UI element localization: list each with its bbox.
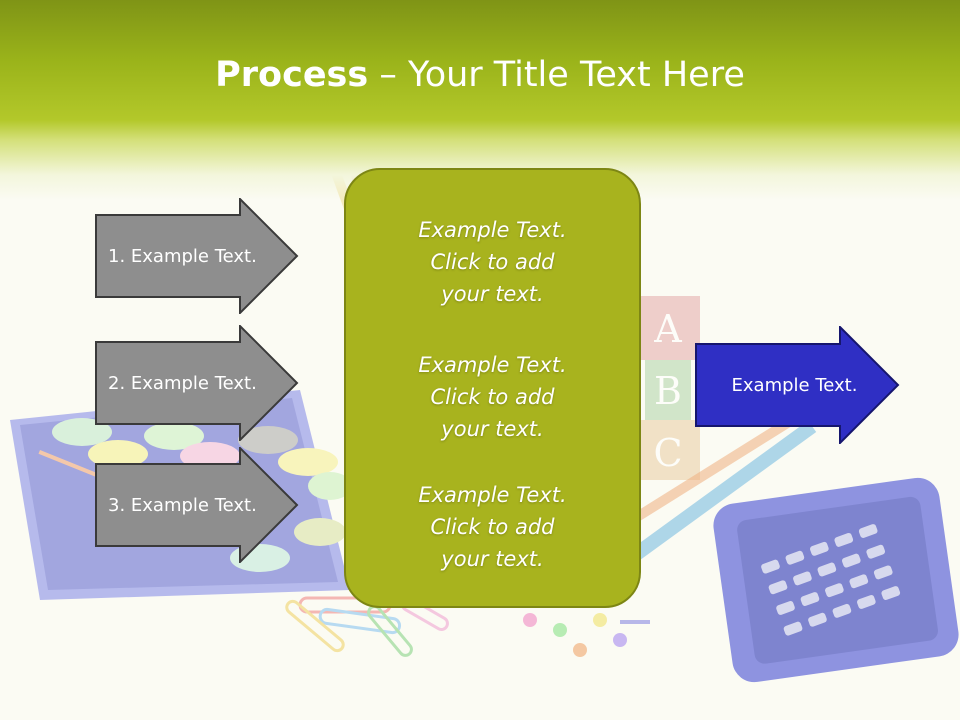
left-arrow-1[interactable]: 1. Example Text. bbox=[95, 198, 299, 314]
block-letter-a: A bbox=[653, 307, 682, 351]
right-arrow[interactable]: Example Text. bbox=[695, 326, 900, 444]
panel-block-3-line-2: Click to add bbox=[430, 515, 555, 539]
arrow-shape bbox=[95, 198, 299, 314]
left-arrow-1-label: 1. Example Text. bbox=[108, 245, 257, 267]
block-letter-c: C bbox=[653, 431, 682, 475]
panel-text-block-3[interactable]: Example Text. Click to add your text. bbox=[346, 479, 639, 575]
left-arrow-3[interactable]: 3. Example Text. bbox=[95, 447, 299, 563]
header-band bbox=[0, 0, 960, 200]
paperclips-image bbox=[285, 596, 449, 657]
calculator-image bbox=[713, 477, 959, 683]
left-arrow-2-label: 2. Example Text. bbox=[108, 372, 257, 394]
right-arrow-label: Example Text. bbox=[731, 374, 858, 396]
arrow-shape bbox=[695, 326, 900, 444]
left-arrow-2[interactable]: 2. Example Text. bbox=[95, 325, 299, 441]
pushpins-image bbox=[523, 613, 650, 657]
panel-block-2-line-3: your text. bbox=[441, 417, 544, 441]
panel-block-3-line-1: Example Text. bbox=[418, 483, 567, 507]
slide-title[interactable]: Process – Your Title Text Here bbox=[0, 52, 960, 98]
pen-image bbox=[609, 400, 819, 562]
arrow-shape bbox=[95, 447, 299, 563]
panel-text-block-1[interactable]: Example Text. Click to add your text. bbox=[346, 214, 639, 310]
left-arrow-3-label: 3. Example Text. bbox=[108, 494, 257, 516]
panel-block-1-line-2: Click to add bbox=[430, 250, 555, 274]
center-text-panel[interactable]: Example Text. Click to add your text. Ex… bbox=[344, 168, 641, 608]
panel-block-3-line-3: your text. bbox=[441, 547, 544, 571]
block-letter-b: B bbox=[654, 369, 682, 413]
panel-text-block-2[interactable]: Example Text. Click to add your text. bbox=[346, 349, 639, 445]
panel-block-2-line-1: Example Text. bbox=[418, 353, 567, 377]
panel-block-1-line-3: your text. bbox=[441, 282, 544, 306]
panel-block-1-line-1: Example Text. bbox=[418, 218, 567, 242]
title-bold-part: Process bbox=[215, 55, 369, 95]
title-rest-part: – Your Title Text Here bbox=[368, 55, 745, 95]
panel-block-2-line-2: Click to add bbox=[430, 385, 555, 409]
alphabet-blocks-image: A B C bbox=[640, 296, 700, 480]
arrow-shape bbox=[95, 325, 299, 441]
